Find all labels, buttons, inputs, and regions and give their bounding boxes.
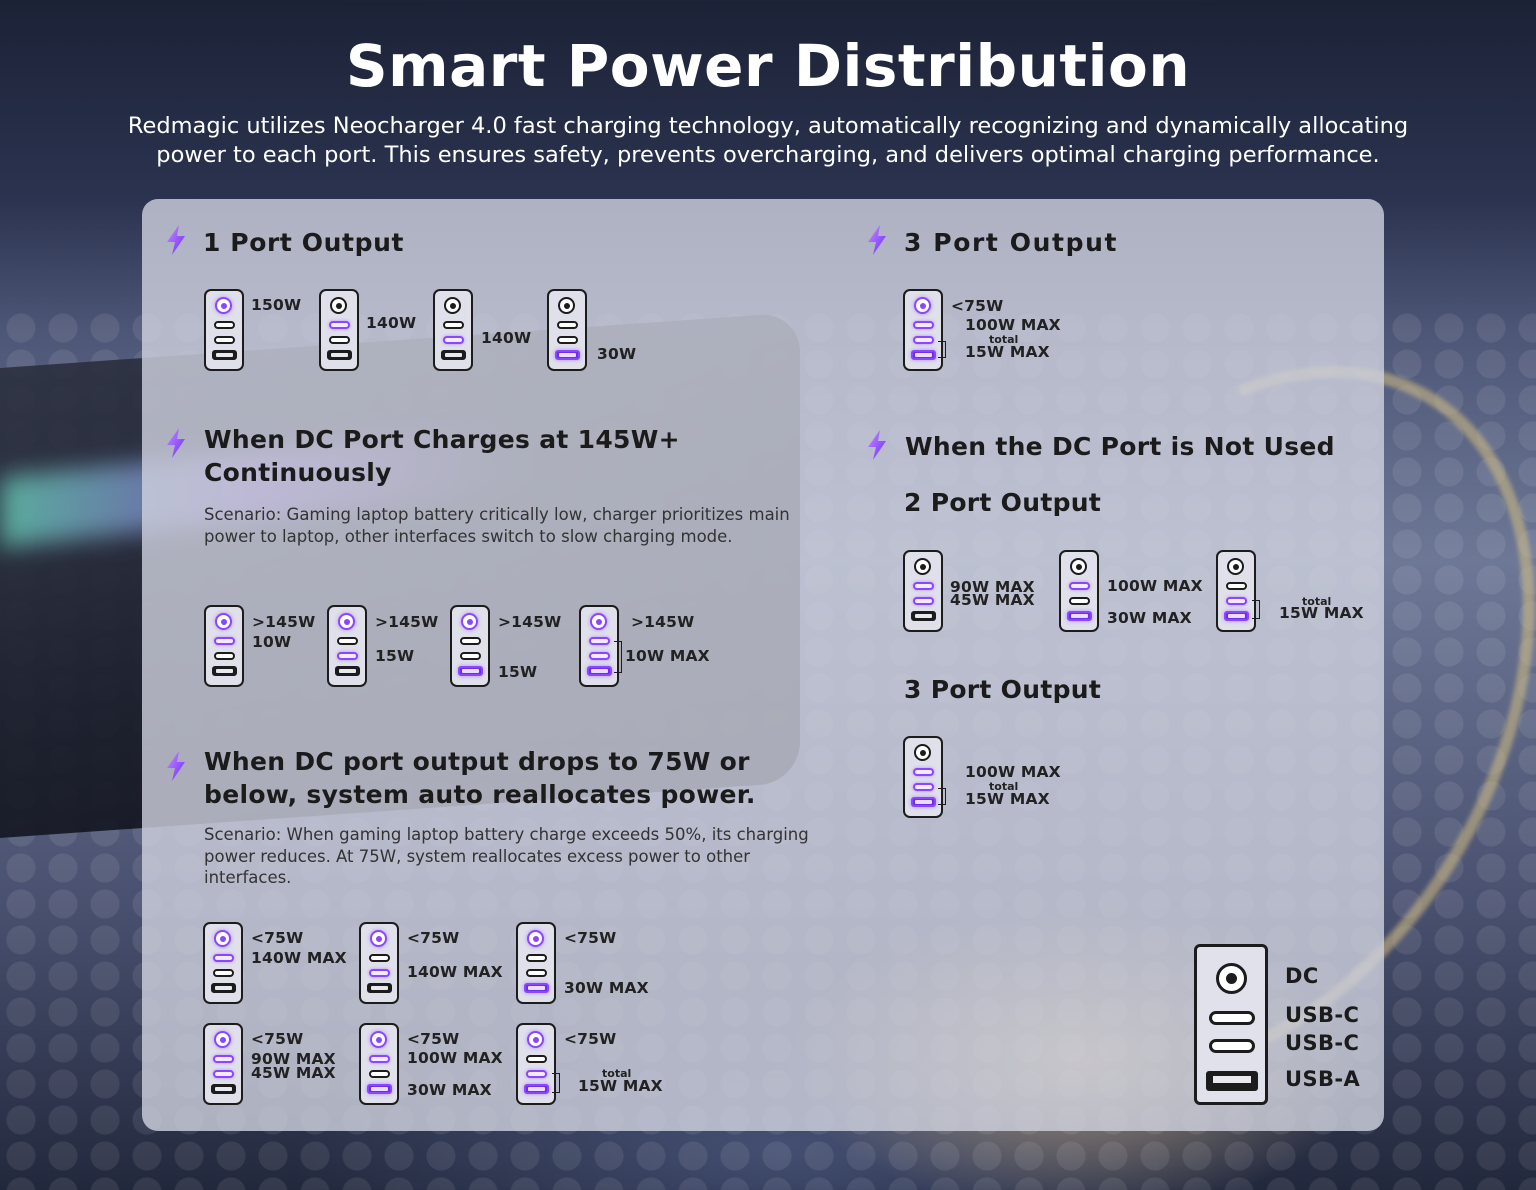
total-label: total	[989, 333, 1019, 346]
port-diagram-icon	[204, 605, 244, 687]
bracket-line	[938, 788, 946, 805]
subsection-title-2-port: 2 Port Output	[904, 488, 1102, 517]
usb-c-port-icon	[1209, 1039, 1255, 1053]
port-diagram-icon	[203, 922, 243, 1004]
power-label: 10W MAX	[625, 647, 710, 665]
power-label: 90W MAX	[251, 1050, 336, 1068]
page-subtitle: Redmagic utilizes Neocharger 4.0 fast ch…	[127, 113, 1409, 168]
power-label: 150W	[251, 296, 302, 314]
bracket-line	[1252, 600, 1260, 619]
total-label: total	[602, 1067, 632, 1080]
power-label: 30W MAX	[1107, 609, 1192, 627]
lightning-bolt-icon	[167, 428, 185, 458]
port-diagram-icon	[433, 289, 473, 371]
section-title-dc-145w: When DC Port Charges at 145W+ Continuous…	[204, 425, 680, 487]
port-diagram-icon	[903, 289, 943, 371]
lightning-bolt-icon	[167, 225, 185, 255]
total-label: total	[1302, 595, 1332, 608]
power-label: <75W	[251, 929, 304, 947]
power-label: 140W	[481, 329, 532, 347]
power-label: 100W MAX	[1107, 577, 1203, 595]
section-scenario: Scenario: Gaming laptop battery critical…	[204, 505, 790, 546]
power-label: >145W	[498, 613, 562, 631]
section-title-1-port: 1 Port Output	[203, 228, 405, 257]
section-title-dc-75w: When DC port output drops to 75W or belo…	[204, 747, 756, 809]
lightning-bolt-icon	[868, 225, 886, 255]
power-label: 30W MAX	[407, 1081, 492, 1099]
port-diagram-icon	[547, 289, 587, 371]
page-title: Smart Power Distribution	[345, 32, 1191, 100]
power-label: >145W	[252, 613, 316, 631]
section-title-dc-not-used: When the DC Port is Not Used	[905, 432, 1335, 461]
usb-c-port-icon	[1209, 1011, 1255, 1025]
port-diagram-icon	[359, 922, 399, 1004]
power-label: 15W MAX	[965, 790, 1050, 808]
power-label: 15W MAX	[965, 343, 1050, 361]
power-label: 45W MAX	[251, 1064, 336, 1082]
power-label: 140W MAX	[251, 949, 347, 967]
power-label: 45W MAX	[950, 591, 1035, 609]
port-diagram-icon	[579, 605, 619, 687]
power-label: 100W MAX	[965, 763, 1061, 781]
legend-label-usb-c: USB-C	[1285, 1031, 1360, 1055]
usb-a-port-icon	[1206, 1071, 1258, 1091]
port-diagram-icon	[903, 550, 943, 632]
bracket-line	[938, 341, 946, 358]
power-label: 100W MAX	[965, 316, 1061, 334]
power-label: 15W	[498, 663, 538, 681]
port-diagram-icon	[359, 1023, 399, 1105]
legend-label-dc: DC	[1285, 964, 1319, 988]
power-label: 30W	[597, 345, 637, 363]
power-label: 30W MAX	[564, 979, 649, 997]
lightning-bolt-icon	[868, 430, 886, 460]
section-scenario: Scenario: When gaming laptop battery cha…	[204, 825, 809, 887]
power-label: <75W	[407, 1030, 460, 1048]
legend-label-usb-c: USB-C	[1285, 1003, 1360, 1027]
port-diagram-icon	[516, 922, 556, 1004]
bracket-line	[614, 641, 622, 673]
port-diagram-icon	[327, 605, 367, 687]
port-diagram-icon	[1059, 550, 1099, 632]
power-label: <75W	[251, 1030, 304, 1048]
power-label: 90W MAX	[950, 578, 1035, 596]
power-label: <75W	[564, 929, 617, 947]
power-label: 140W MAX	[407, 963, 503, 981]
power-label: 15W MAX	[1279, 604, 1364, 622]
power-label: <75W	[564, 1030, 617, 1048]
power-label: 100W MAX	[407, 1049, 503, 1067]
dc-port-icon	[1216, 963, 1247, 994]
power-label: <75W	[407, 929, 460, 947]
power-label: 10W	[252, 633, 292, 651]
lightning-bolt-icon	[167, 751, 185, 781]
power-label: >145W	[375, 613, 439, 631]
power-label: 15W	[375, 647, 415, 665]
total-label: total	[989, 780, 1019, 793]
section-title-3-port: 3 Port Output	[904, 228, 1119, 257]
power-label: <75W	[951, 297, 1004, 315]
port-diagram-icon	[450, 605, 490, 687]
power-label: >145W	[631, 613, 695, 631]
port-diagram-icon	[516, 1023, 556, 1105]
power-label: 140W	[366, 314, 417, 332]
legend-label-usb-a: USB-A	[1285, 1067, 1361, 1091]
port-diagram-icon	[1216, 550, 1256, 632]
port-diagram-icon	[204, 289, 244, 371]
bracket-line	[552, 1073, 560, 1093]
power-label: 15W MAX	[578, 1077, 663, 1095]
port-diagram-icon	[319, 289, 359, 371]
port-diagram-icon	[903, 736, 943, 818]
port-legend-diagram	[1194, 944, 1268, 1105]
subsection-title-3-port: 3 Port Output	[904, 675, 1102, 704]
port-diagram-icon	[203, 1023, 243, 1105]
